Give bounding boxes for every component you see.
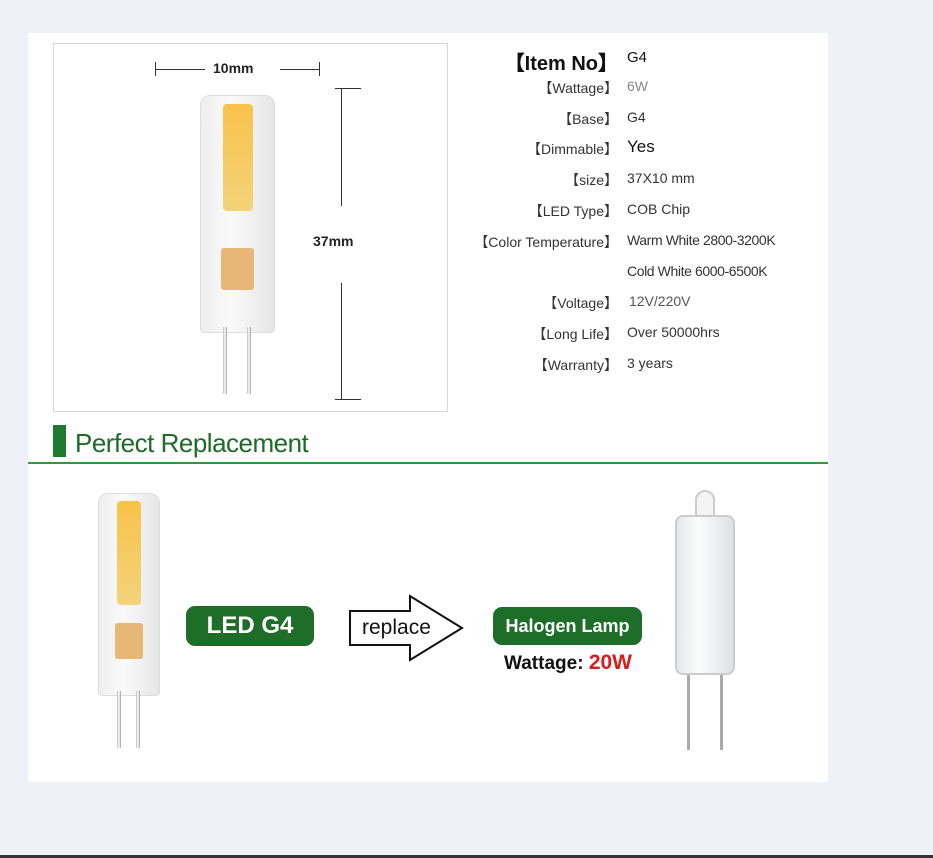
spec-row-size: 【size】37X10 mm [565, 170, 695, 188]
spec-row-wattage: 【Wattage】6W [538, 78, 648, 96]
spec-row-base: 【Base】G4 [558, 109, 646, 127]
header-accent-bar [53, 425, 66, 457]
height-dimension: 37mm [313, 88, 365, 400]
spec-row-item-no: 【Item No】G4 [504, 49, 648, 75]
led-bulb-small-image [98, 493, 160, 753]
spec-row-warranty: 【Warranty】3 years [533, 355, 673, 373]
divider [28, 462, 828, 464]
spec-row-dimmable: 【Dimmable】Yes [526, 137, 655, 157]
spec-row-voltage: 【Voltage】12V/220V [543, 293, 691, 311]
led-bulb-image [200, 95, 275, 400]
spec-row-color-temp: 【Color Temperature】Warm White 2800-3200K [474, 232, 776, 250]
replace-arrow: replace [348, 594, 466, 667]
wattage-value: 20W [588, 651, 632, 674]
height-label: 37mm [313, 233, 354, 249]
section-title: Perfect Replacement [75, 428, 309, 458]
arrow-right-icon [349, 594, 464, 662]
led-g4-badge: LED G4 [186, 606, 314, 646]
halogen-lamp-badge: Halogen Lamp [493, 607, 642, 645]
section-header: Perfect Replacement [53, 425, 828, 465]
bottom-border [0, 855, 933, 858]
spec-row-led-type: 【LED Type】COB Chip [528, 201, 691, 219]
halogen-lamp-image [665, 490, 745, 755]
width-dimension: 10mm [155, 60, 320, 76]
width-label: 10mm [213, 60, 254, 76]
spec-row-color-temp-cold: Cold White 6000-6500K [627, 263, 768, 279]
wattage-label: Wattage: [504, 653, 584, 674]
halogen-wattage: Wattage: 20W [504, 651, 632, 675]
spec-row-long-life: 【Long Life】Over 50000hrs [532, 324, 720, 342]
replace-label: replace [362, 616, 431, 639]
